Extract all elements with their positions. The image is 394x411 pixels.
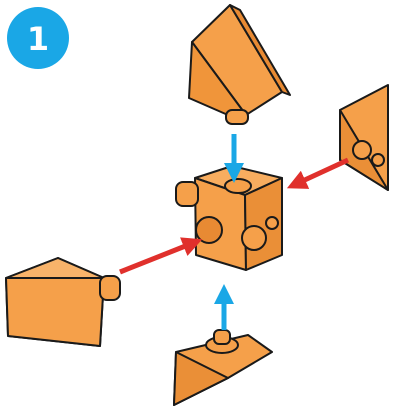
bottom-wedge xyxy=(173,329,273,406)
center-cube xyxy=(175,165,283,271)
left-wedge xyxy=(5,257,121,347)
step-badge-circle xyxy=(7,7,69,69)
right-wedge-arrow xyxy=(286,157,350,189)
top-wedge xyxy=(188,4,291,125)
step-badge: 1 xyxy=(7,7,69,69)
step-number: 1 xyxy=(27,20,49,58)
right-wedge xyxy=(339,84,389,191)
left-wedge-arrow xyxy=(119,237,203,275)
